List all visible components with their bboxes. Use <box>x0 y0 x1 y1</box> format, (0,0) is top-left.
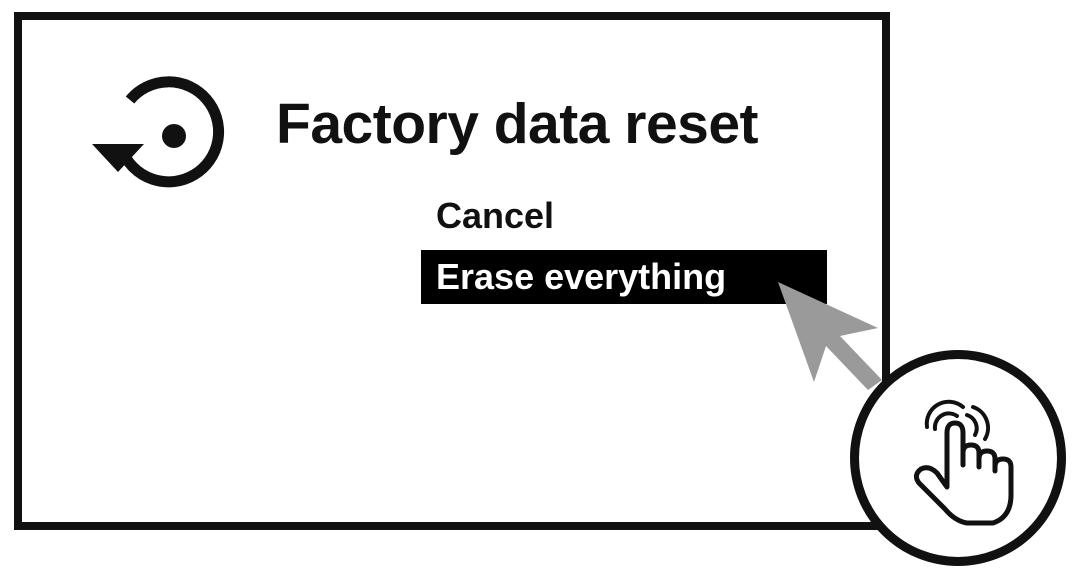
tap-hand-icon <box>913 399 1014 526</box>
erase-everything-option[interactable]: Erase everything <box>421 250 827 304</box>
tap-gesture-badge <box>850 350 1066 566</box>
reset-icon <box>92 76 225 188</box>
cancel-option[interactable]: Cancel <box>436 195 555 236</box>
dialog-title: Factory data reset <box>276 92 759 156</box>
arrow-pointer-icon <box>778 282 882 390</box>
